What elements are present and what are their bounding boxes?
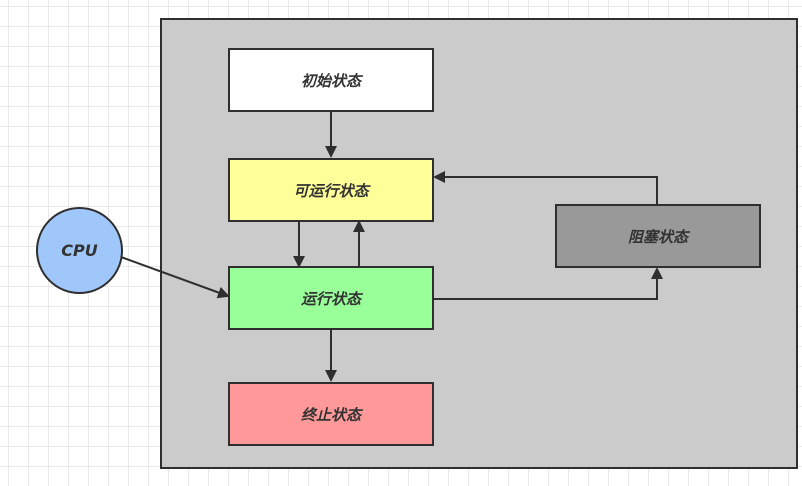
state-running-label: 运行状态	[300, 289, 361, 308]
state-blocked-label: 阻塞状态	[627, 227, 688, 246]
state-running: 运行状态	[228, 266, 434, 330]
state-initial: 初始状态	[228, 48, 434, 112]
cpu-node: CPU	[36, 207, 123, 294]
cpu-label: CPU	[61, 241, 98, 260]
state-terminated: 终止状态	[228, 382, 434, 446]
state-runnable: 可运行状态	[228, 158, 434, 222]
state-blocked: 阻塞状态	[555, 204, 761, 268]
state-terminated-label: 终止状态	[300, 405, 361, 424]
state-runnable-label: 可运行状态	[293, 181, 369, 200]
state-initial-label: 初始状态	[300, 71, 361, 90]
